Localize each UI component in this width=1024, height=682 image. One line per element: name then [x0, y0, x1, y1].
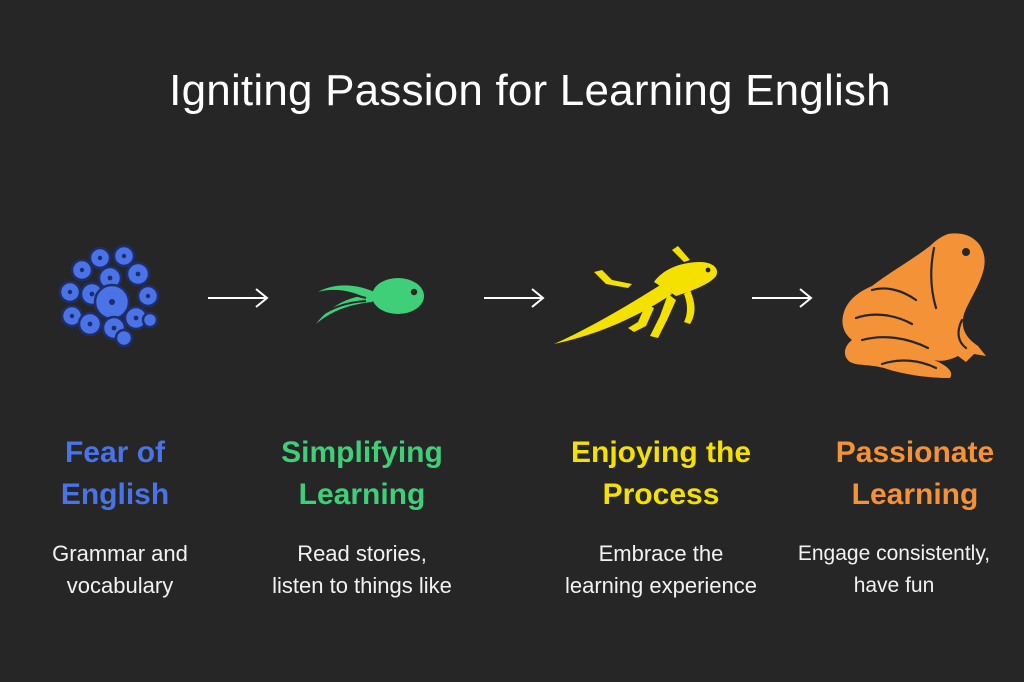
stage-description: Engage consistently, have fun: [797, 542, 991, 597]
diagram-title: Igniting Passion for Learning English: [169, 66, 891, 115]
stage-description: Grammar and vocabulary: [52, 541, 188, 598]
stage-title-simplifying-learning: Simplifying Learning: [281, 436, 443, 511]
arrow-right-icon: [484, 288, 545, 308]
frog-eggs-icon: [58, 244, 160, 348]
stage-title-enjoying-the-process: Enjoying the Process: [571, 436, 751, 511]
arrow-right-icon: [208, 288, 269, 308]
froglet-icon: [554, 246, 718, 344]
frog-icon: [842, 233, 986, 378]
stage-title-passionate-learning: Passionate Learning: [835, 436, 995, 511]
stage-description: Read stories, listen to things like: [272, 541, 452, 598]
arrow-right-icon: [752, 288, 813, 308]
stage-description: Embrace the learning experience: [564, 541, 758, 598]
tadpole-icon: [316, 278, 424, 324]
stage-title-fear-of-english: Fear of English: [60, 436, 170, 511]
